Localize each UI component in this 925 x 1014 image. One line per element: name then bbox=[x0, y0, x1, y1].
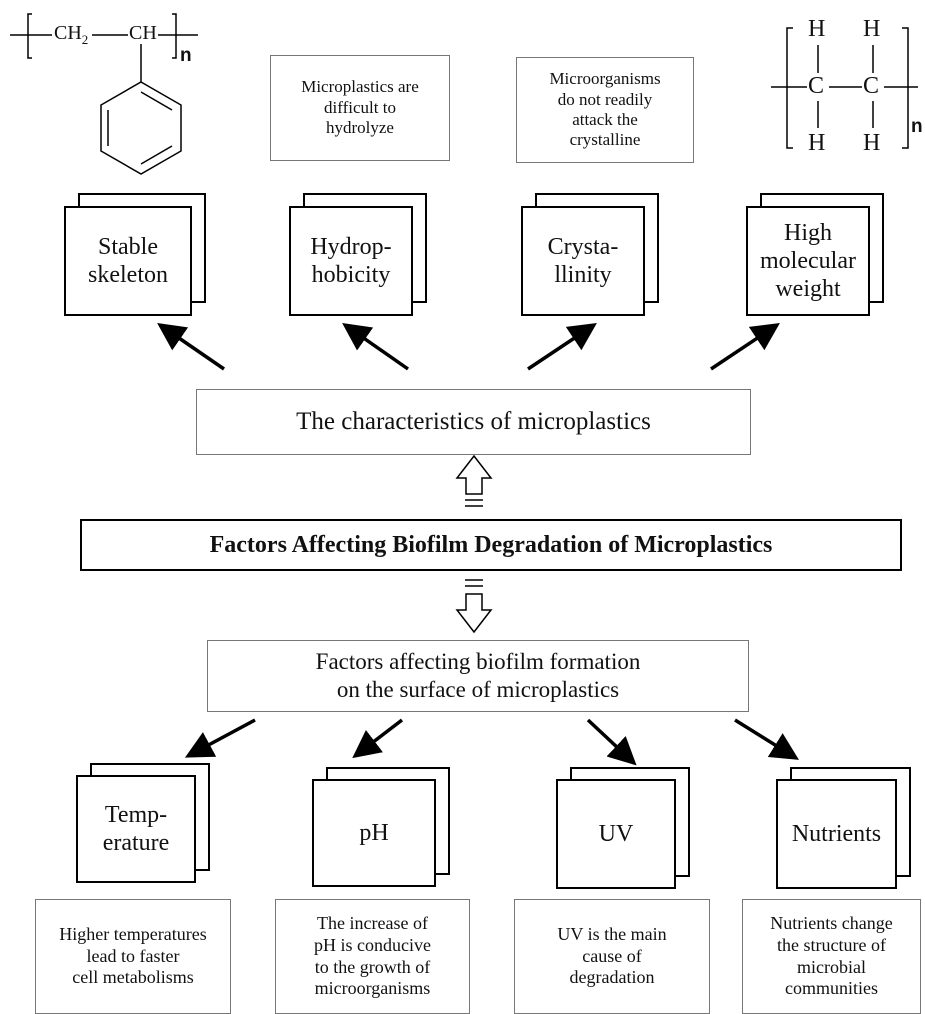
card-front-label: Temp- erature bbox=[76, 775, 196, 883]
pe-c-right: C bbox=[863, 73, 880, 99]
temperature-note: Higher temperatures lead to faster cell … bbox=[35, 899, 231, 1014]
polystyrene-structure bbox=[10, 13, 198, 175]
ch2-subscript: 2 bbox=[81, 32, 89, 47]
card-front-label: Hydrop- hobicity bbox=[289, 206, 413, 316]
ch2-text: CH bbox=[54, 22, 82, 44]
ph-note: The increase of pH is conducive to the g… bbox=[275, 899, 470, 1014]
polystyrene-n-label: n bbox=[180, 45, 192, 66]
polyethylene-structure bbox=[771, 27, 918, 149]
card-stable-skeleton: Stable skeleton bbox=[64, 193, 206, 318]
hydrolyze-note: Microplastics are difficult to hydrolyze bbox=[270, 55, 450, 161]
card-front-label: pH bbox=[312, 779, 436, 887]
uv-note: UV is the main cause of degradation bbox=[514, 899, 710, 1014]
card-uv: UV bbox=[556, 767, 690, 891]
hollow-down-arrow bbox=[455, 579, 493, 634]
ch-label: CH bbox=[129, 22, 157, 44]
card-hydrophobicity: Hydrop- hobicity bbox=[289, 193, 427, 318]
crystalline-note: Microorganisms do not readily attack the… bbox=[516, 57, 694, 163]
card-front-label: Stable skeleton bbox=[64, 206, 192, 316]
hollow-up-arrow bbox=[455, 454, 493, 507]
pe-h-bottom-left: H bbox=[808, 130, 826, 156]
factor-arrows bbox=[184, 718, 799, 766]
card-high-molecular-weight: High molecular weight bbox=[746, 193, 884, 318]
card-front-label: Crysta- llinity bbox=[521, 206, 645, 316]
characteristic-arrows bbox=[157, 322, 780, 371]
pe-h-top-right: H bbox=[863, 16, 881, 42]
main-title-box: Factors Affecting Biofilm Degradation of… bbox=[80, 519, 902, 571]
card-temperature: Temp- erature bbox=[76, 763, 210, 885]
card-front-label: Nutrients bbox=[776, 779, 897, 889]
nutrients-note: Nutrients change the structure of microb… bbox=[742, 899, 921, 1014]
pe-h-top-left: H bbox=[808, 16, 826, 42]
pe-c-left: C bbox=[808, 73, 825, 99]
card-crystallinity: Crysta- llinity bbox=[521, 193, 659, 318]
card-nutrients: Nutrients bbox=[776, 767, 911, 891]
polyethylene-n-label: n bbox=[911, 116, 923, 137]
card-ph: pH bbox=[312, 767, 450, 889]
ch2-label: CH2 bbox=[54, 22, 88, 48]
card-front-label: High molecular weight bbox=[746, 206, 870, 316]
biofilm-formation-box: Factors affecting biofilm formation on t… bbox=[207, 640, 749, 712]
characteristics-box: The characteristics of microplastics bbox=[196, 389, 751, 455]
pe-h-bottom-right: H bbox=[863, 130, 881, 156]
card-front-label: UV bbox=[556, 779, 676, 889]
